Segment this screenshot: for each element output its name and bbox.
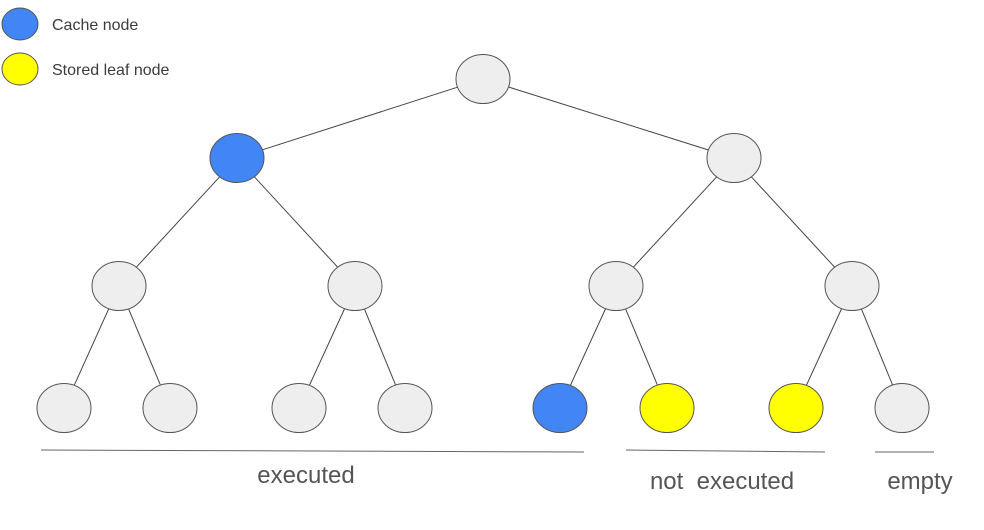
edge-root-to-l1-0 <box>262 86 458 151</box>
edge-l2-3-to-l3-7 <box>860 308 894 386</box>
edge-l2-2-to-l3-5 <box>625 308 658 386</box>
group-annotations: executed not executed empty <box>40 449 953 495</box>
tree-node-root-plain <box>455 54 511 104</box>
edge-l2-1-to-l3-3 <box>363 308 397 386</box>
tree-node-l3-7-plain <box>874 383 930 433</box>
edge-l2-0-to-l3-0 <box>73 308 110 386</box>
tree-node-l3-3-plain <box>377 383 433 433</box>
legend-stored-leaf-label: Stored leaf node <box>52 62 170 79</box>
edge-l1-1-to-l2-2 <box>632 176 718 268</box>
tree-node-l2-3-plain <box>824 261 880 311</box>
edge-l1-0-to-l2-0 <box>135 176 221 268</box>
edge-l2-1-to-l3-2 <box>308 308 346 386</box>
edge-l2-3-to-l3-6 <box>805 308 843 386</box>
tree-node-l1-0-cache <box>209 133 265 183</box>
tree-edges <box>73 86 894 386</box>
legend: Cache node Stored leaf node <box>1 7 170 86</box>
executed-label: executed <box>257 462 354 489</box>
not-executed-label: not executed <box>650 468 794 495</box>
tree-node-l2-0-plain <box>91 261 147 311</box>
edge-l1-1-to-l2-3 <box>750 176 836 268</box>
legend-cache-swatch <box>1 7 39 41</box>
tree-node-l2-2-plain <box>588 261 644 311</box>
tree-node-l3-2-plain <box>271 383 327 433</box>
legend-stored-leaf-swatch <box>1 52 39 86</box>
edge-l1-0-to-l2-1 <box>253 176 339 268</box>
edge-l2-2-to-l3-4 <box>569 308 607 386</box>
tree-node-l2-1-plain <box>327 261 383 311</box>
tree-node-l3-0-plain <box>36 383 92 433</box>
tree-node-l3-1-plain <box>142 383 198 433</box>
tree-node-l1-1-plain <box>706 133 762 183</box>
edge-l2-0-to-l3-1 <box>128 308 161 386</box>
tree-node-l3-6-stored-leaf <box>768 383 824 433</box>
executed-bracket <box>40 449 585 453</box>
not-executed-bracket <box>625 449 826 453</box>
empty-label: empty <box>887 468 952 495</box>
tree-node-l3-4-cache <box>532 383 588 433</box>
edge-root-to-l1-1 <box>508 86 709 151</box>
tree-nodes <box>36 54 930 433</box>
tree-node-l3-5-stored-leaf <box>639 383 695 433</box>
legend-cache-label: Cache node <box>52 17 138 34</box>
